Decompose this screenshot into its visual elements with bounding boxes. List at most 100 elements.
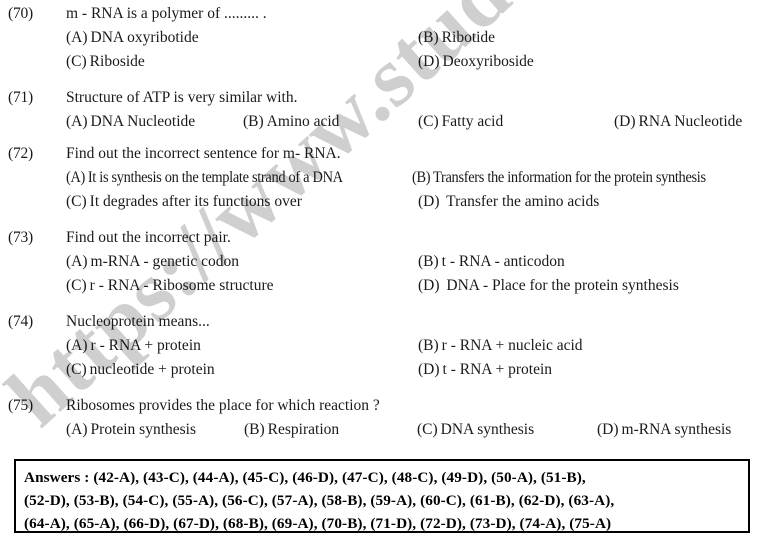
option-c-text: Fatty acid	[441, 113, 504, 130]
question-text: Nucleoprotein means...	[66, 313, 210, 330]
option-d-text: t - RNA + protein	[442, 361, 553, 378]
option-b[interactable]: (B)r - RNA + nucleic acid	[418, 334, 583, 358]
option-b-text: t - RNA - anticodon	[441, 253, 565, 270]
option-d-label: (D)	[418, 277, 440, 294]
question-heading: (71) Structure of ATP is very similar wi…	[0, 86, 759, 110]
option-c-label: (C)	[66, 277, 87, 294]
question-block-75: (75) Ribosomes provides the place for wh…	[0, 394, 759, 442]
option-d[interactable]: (D)RNA Nucleotide	[614, 110, 742, 134]
option-b[interactable]: (B)t - RNA - anticodon	[418, 250, 565, 274]
question-heading: (74) Nucleoprotein means...	[0, 310, 759, 334]
option-row: (A)Protein synthesis (B)Respiration (C)D…	[0, 418, 759, 442]
option-a[interactable]: (A)m-RNA - genetic codon	[66, 250, 239, 274]
option-b-label: (B)	[243, 113, 264, 130]
option-a[interactable]: (A)It is synthesis on the template stran…	[66, 166, 343, 190]
option-b-label: (B)	[418, 253, 439, 270]
question-text: m - RNA is a polymer of ......... .	[66, 5, 267, 22]
option-b[interactable]: (B)Respiration	[244, 418, 339, 442]
option-d[interactable]: (D) DNA - Place for the protein synthesi…	[418, 274, 679, 298]
option-d-text: Transfer the amino acids	[446, 193, 600, 210]
option-c-label: (C)	[66, 361, 87, 378]
option-b[interactable]: (B)Amino acid	[243, 110, 339, 134]
question-block-73: (73) Find out the incorrect pair. (A)m-R…	[0, 226, 759, 298]
option-c[interactable]: (C)DNA synthesis	[417, 418, 534, 442]
option-c-text: Riboside	[89, 53, 145, 70]
question-number: (71)	[8, 89, 34, 106]
option-b-label: (B)	[412, 169, 431, 186]
option-a[interactable]: (A)DNA oxyribotide	[66, 26, 199, 50]
option-c[interactable]: (C)Riboside	[66, 50, 145, 74]
question-number: (72)	[8, 145, 34, 162]
answers-box: Answers : (42-A), (43-C), (44-A), (45-C)…	[14, 459, 750, 533]
answers-line-3: (64-A), (65-A), (66-D), (67-D), (68-B), …	[24, 515, 612, 532]
question-number: (74)	[8, 313, 34, 330]
question-number: (75)	[8, 397, 34, 414]
option-a-text: It is synthesis on the template strand o…	[87, 169, 343, 186]
option-d[interactable]: (D)t - RNA + protein	[418, 358, 552, 382]
option-d-text: Deoxyriboside	[442, 53, 534, 70]
question-heading: (73) Find out the incorrect pair.	[0, 226, 759, 250]
question-block-71: (71) Structure of ATP is very similar wi…	[0, 86, 759, 134]
option-a-text: DNA oxyribotide	[90, 29, 199, 46]
option-row: (A)DNA oxyribotide (B)Ribotide	[0, 26, 759, 50]
option-d-text: RNA Nucleotide	[638, 113, 743, 130]
question-number: (73)	[8, 229, 34, 246]
option-row: (C)nucleotide + protein (D)t - RNA + pro…	[0, 358, 759, 382]
answers-line-1: Answers : (42-A), (43-C), (44-A), (45-C)…	[24, 469, 586, 486]
question-text: Ribosomes provides the place for which r…	[66, 397, 380, 414]
option-c[interactable]: (C)It degrades after its functions over	[66, 190, 302, 214]
question-text: Structure of ATP is very similar with.	[66, 89, 298, 106]
option-row: (A)It is synthesis on the template stran…	[0, 166, 759, 190]
option-b-text: Ribotide	[441, 29, 496, 46]
question-block-72: (72) Find out the incorrect sentence for…	[0, 142, 759, 214]
option-b-text: Amino acid	[266, 113, 340, 130]
option-c-label: (C)	[66, 53, 87, 70]
option-d-text: m-RNA synthesis	[621, 421, 732, 438]
option-a-text: m-RNA - genetic codon	[90, 253, 240, 270]
option-b[interactable]: (B)Ribotide	[418, 26, 495, 50]
option-a-label: (A)	[66, 421, 88, 438]
option-d-text: DNA - Place for the protein synthesis	[446, 277, 679, 294]
option-a[interactable]: (A)r - RNA + protein	[66, 334, 201, 358]
option-c-label: (C)	[417, 421, 438, 438]
option-a[interactable]: (A)Protein synthesis	[66, 418, 196, 442]
option-a-label: (A)	[66, 29, 88, 46]
option-b-label: (B)	[418, 337, 439, 354]
option-d[interactable]: (D) Transfer the amino acids	[418, 190, 599, 214]
option-c[interactable]: (C)r - RNA - Ribosome structure	[66, 274, 274, 298]
option-a-text: Protein synthesis	[90, 421, 197, 438]
option-d[interactable]: (D)m-RNA synthesis	[597, 418, 731, 442]
option-c[interactable]: (C)Fatty acid	[418, 110, 503, 134]
option-c-text: nucleotide + protein	[89, 361, 215, 378]
option-b[interactable]: (B)Transfers the information for the pro…	[412, 166, 706, 190]
option-row: (A)m-RNA - genetic codon (B)t - RNA - an…	[0, 250, 759, 274]
option-a-label: (A)	[66, 169, 86, 186]
option-row: (C)r - RNA - Ribosome structure (D) DNA …	[0, 274, 759, 298]
question-number: (70)	[8, 5, 34, 22]
option-b-label: (B)	[244, 421, 265, 438]
option-d-label: (D)	[418, 193, 440, 210]
question-text: Find out the incorrect sentence for m- R…	[66, 145, 341, 162]
option-a-label: (A)	[66, 337, 88, 354]
option-b-text: Transfers the information for the protei…	[433, 169, 706, 186]
option-row: (C)It degrades after its functions over …	[0, 190, 759, 214]
option-a[interactable]: (A)DNA Nucleotide	[66, 110, 195, 134]
answers-line-2: (52-D), (53-B), (54-C), (55-A), (56-C), …	[24, 492, 615, 509]
option-b-label: (B)	[418, 29, 439, 46]
option-c-label: (C)	[66, 193, 87, 210]
option-c-text: DNA synthesis	[440, 421, 535, 438]
option-d-label: (D)	[614, 113, 636, 130]
question-heading: (72) Find out the incorrect sentence for…	[0, 142, 759, 166]
option-row: (A)DNA Nucleotide (B)Amino acid (C)Fatty…	[0, 110, 759, 134]
option-c-text: r - RNA - Ribosome structure	[89, 277, 274, 294]
option-c[interactable]: (C)nucleotide + protein	[66, 358, 215, 382]
option-a-label: (A)	[66, 253, 88, 270]
question-text: Find out the incorrect pair.	[66, 229, 231, 246]
option-row: (A)r - RNA + protein (B)r - RNA + nuclei…	[0, 334, 759, 358]
option-a-label: (A)	[66, 113, 88, 130]
option-d-label: (D)	[418, 361, 440, 378]
option-d-label: (D)	[418, 53, 440, 70]
option-a-text: r - RNA + protein	[90, 337, 201, 354]
option-d[interactable]: (D)Deoxyriboside	[418, 50, 534, 74]
question-block-74: (74) Nucleoprotein means... (A)r - RNA +…	[0, 310, 759, 382]
